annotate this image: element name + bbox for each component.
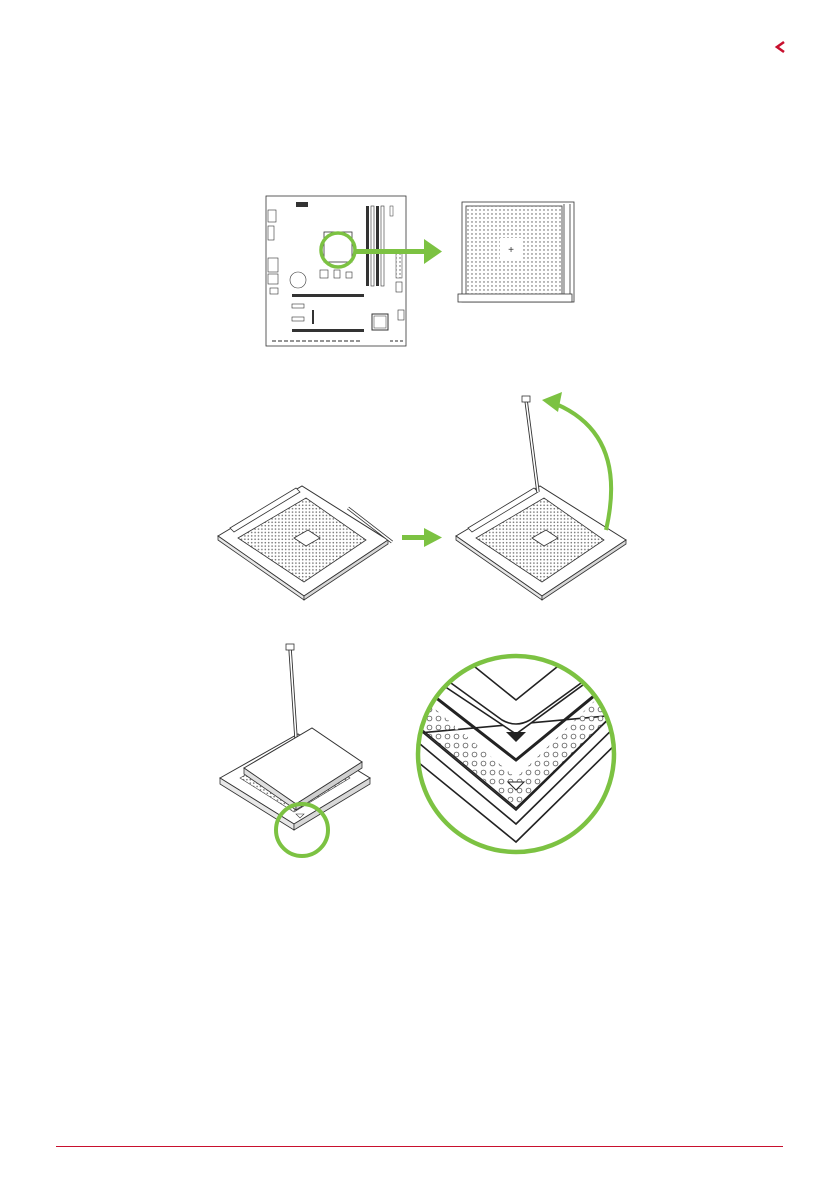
cpu-alignment-figure: [218, 642, 620, 860]
socket-open-icon: [456, 396, 626, 600]
footer-rule: [56, 1146, 783, 1147]
cpu-socket-icon: [220, 644, 370, 830]
socket-lever-figure: [216, 388, 626, 606]
motherboard-icon: [266, 196, 406, 346]
cpu-socket-icon: +: [458, 202, 574, 302]
arrow-right-icon: [402, 528, 442, 547]
chevron-left-icon[interactable]: [774, 40, 786, 54]
motherboard-socket-figure: +: [262, 192, 582, 352]
socket-closed-icon: [218, 486, 392, 600]
magnified-alignment-icon: [408, 642, 628, 862]
svg-text:+: +: [508, 245, 514, 256]
